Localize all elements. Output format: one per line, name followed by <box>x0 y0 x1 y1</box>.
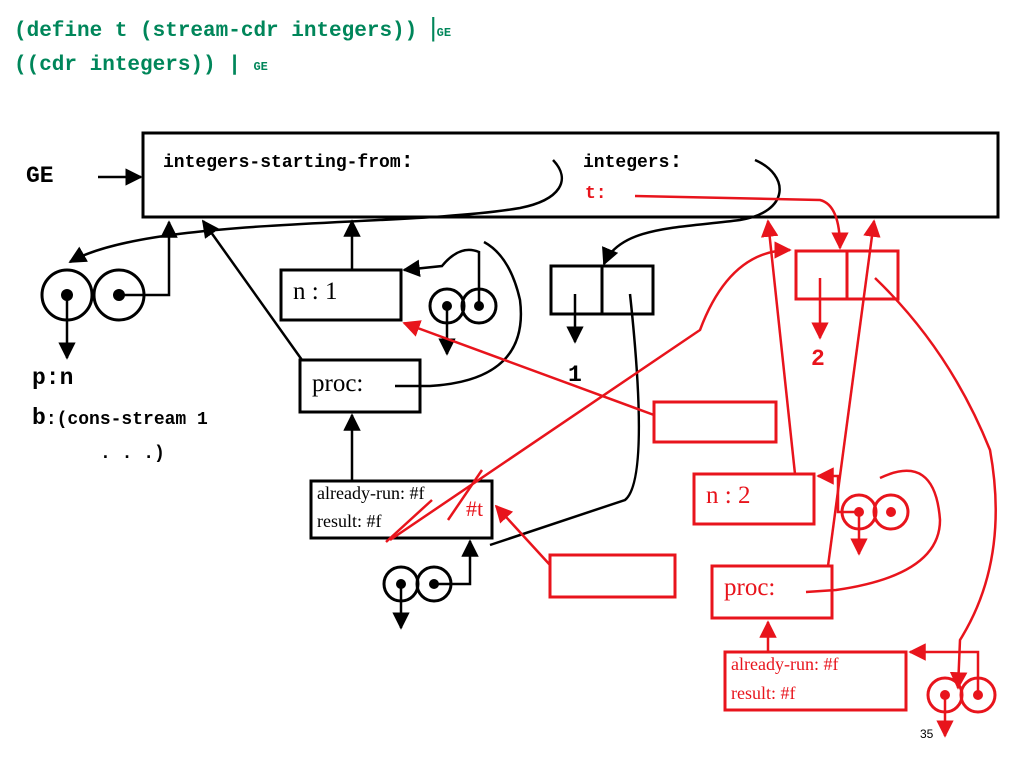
frame-n2-label: n : 2 <box>706 482 751 509</box>
frame-n1-box <box>279 268 403 322</box>
binding-t-label: t: <box>585 184 607 204</box>
header-code-2: ((cdr integers)) <box>14 54 216 77</box>
header-env-1: GE <box>436 26 452 40</box>
slide-number: 35 <box>920 727 934 741</box>
thunk-bubbles-2 <box>382 539 479 630</box>
empty-frame-1 <box>652 400 778 444</box>
cross-out-result <box>385 499 433 543</box>
pair-2 <box>794 249 997 690</box>
binding-isf-label: integers-starting-from: <box>163 149 414 174</box>
thunk-bubbles-1 <box>402 248 498 356</box>
global-environment-box <box>141 131 1000 219</box>
thunk-bubbles-3 <box>816 467 910 556</box>
thunk-bubbles-4 <box>908 643 997 738</box>
proc-params: p:n <box>32 365 74 391</box>
already-run-1: already-run: #f <box>317 483 425 503</box>
proc-body: b:(cons-stream 1 <box>32 405 208 431</box>
header-env-2: GE <box>253 60 268 74</box>
proc1-label: proc: <box>312 370 364 397</box>
empty-frame-2 <box>548 553 677 599</box>
binding-arrow-isf <box>68 159 564 264</box>
header-bar-2: | <box>228 54 241 77</box>
force-arrow <box>389 241 792 542</box>
binding-arrow-t <box>634 194 849 250</box>
frame-n1-label: n : 1 <box>293 278 338 305</box>
header-code-1: (define t (stream-cdr integers)) <box>14 20 418 43</box>
proc2-label: proc: <box>724 574 776 601</box>
binding-integers-label: integers: <box>583 149 683 174</box>
result-2: result: #f <box>731 683 796 703</box>
header-line-2: ((cdr integers)) | GE <box>14 54 268 77</box>
header-line-1: (define t (stream-cdr integers)) |GE <box>14 12 451 43</box>
already-run-true: #t <box>466 496 484 521</box>
result-1: result: #f <box>317 511 382 531</box>
binding-arrow-integers <box>602 158 781 266</box>
car-value-2: 2 <box>811 346 825 372</box>
cross-out-already-run <box>446 469 484 521</box>
already-run-2: already-run: #f <box>731 654 839 674</box>
integers-pair <box>489 264 655 547</box>
car-value-1: 1 <box>568 362 582 388</box>
header-bar-1: | <box>429 12 437 42</box>
proc-body-ellipsis: . . .) <box>100 444 165 464</box>
ge-label: GE <box>26 163 54 189</box>
frame-n2-box <box>692 472 816 526</box>
procedure-object-bubbles <box>40 220 178 360</box>
memo-env-box-2 <box>723 650 908 712</box>
